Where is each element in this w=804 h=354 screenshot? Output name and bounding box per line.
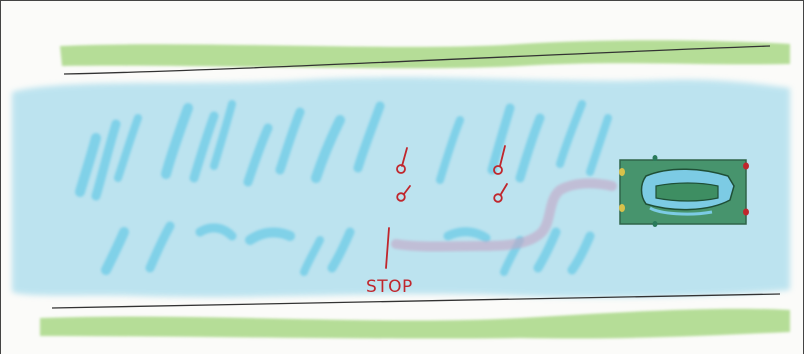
- car-icon: [619, 155, 749, 227]
- grass-top: [60, 40, 790, 68]
- grass-bottom: [40, 309, 790, 339]
- stop-label: STOP: [366, 277, 413, 297]
